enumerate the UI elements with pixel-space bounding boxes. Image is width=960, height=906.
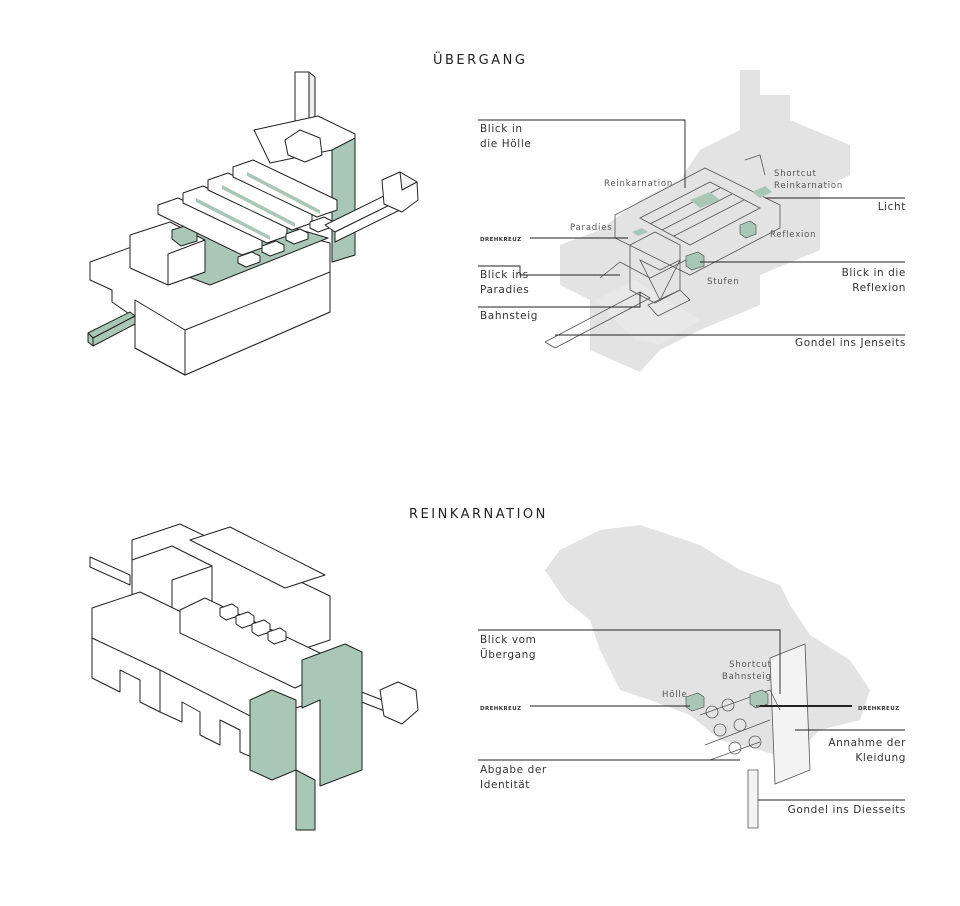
- label-reflexion-small: Reflexion: [770, 230, 817, 240]
- cube-marker: [685, 692, 705, 712]
- leader-lines: [478, 119, 905, 336]
- cube-marker: [685, 251, 705, 271]
- section-title-reinkarnation: REINKARNATION: [409, 507, 548, 522]
- label-bahnsteig: Bahnsteig: [480, 310, 538, 322]
- label-paradies: Paradies: [570, 223, 613, 233]
- label-shortcut-reinkarnation: Shortcut Reinkarnation: [774, 169, 844, 191]
- label-blick-hoelle: Blick in die Hölle: [480, 123, 532, 150]
- cube-marker: [749, 689, 769, 709]
- label-blick-reflexion: Blick in die Reflexion: [841, 267, 906, 294]
- label-drehkreuz-left: DREHKREUZ: [480, 706, 522, 712]
- cube-marker: [739, 220, 757, 239]
- label-licht: Licht: [877, 201, 906, 213]
- label-shortcut-bahnsteig: Shortcut Bahnsteig: [722, 660, 772, 682]
- label-gondel-jenseits: Gondel ins Jenseits: [794, 337, 906, 349]
- uebergang-labeled-diagram: [478, 70, 905, 372]
- section-title-uebergang: ÜBERGANG: [433, 53, 528, 68]
- label-stufen: Stufen: [707, 277, 740, 287]
- label-abgabe-identitaet: Abgabe der Identität: [480, 764, 547, 791]
- label-reinkarnation: Reinkarnation: [604, 179, 674, 189]
- label-drehkreuz-right: DREHKREUZ: [858, 706, 900, 712]
- label-blick-paradies: Blick ins Paradies: [480, 269, 530, 296]
- label-hoelle: Hölle: [662, 690, 688, 700]
- label-gondel-diesseits: Gondel ins Diesseits: [787, 804, 906, 816]
- label-annahme-kleidung: Annahme der Kleidung: [828, 737, 906, 764]
- reinkarnation-isometric-model: [89, 523, 419, 831]
- shadow-massing: [545, 525, 870, 760]
- reinkarnation-labeled-diagram: [478, 525, 905, 829]
- label-blick-uebergang: Blick vom Übergang: [480, 634, 537, 661]
- leader-lines: [478, 629, 905, 801]
- label-drehkreuz: DREHKREUZ: [480, 237, 522, 243]
- uebergang-isometric-model: [87, 71, 419, 376]
